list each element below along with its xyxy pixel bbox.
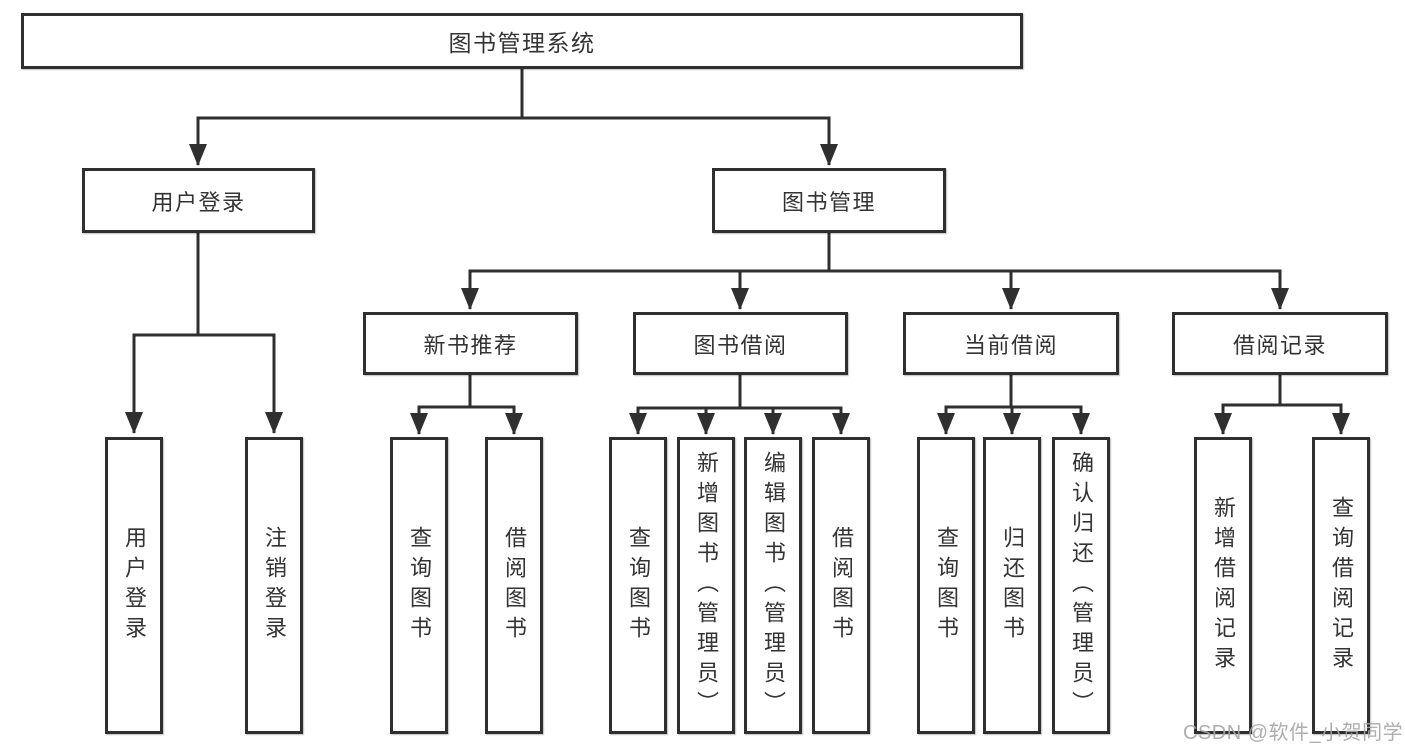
leaf-return-book: 归还图书: [983, 437, 1041, 734]
node-system-root: 图书管理系统: [21, 13, 1023, 69]
leaf-confirm-return-admin: 确认归还（管理员）: [1052, 437, 1110, 734]
node-user-login: 用户登录: [82, 168, 315, 233]
node-current-borrowing: 当前借阅: [903, 312, 1119, 375]
node-borrowing-records: 借阅记录: [1172, 312, 1388, 375]
node-label: 归还图书: [1000, 525, 1025, 646]
node-label: 借阅图书: [502, 525, 527, 646]
node-label: 查询借阅记录: [1329, 495, 1354, 676]
node-book-borrowing: 图书借阅: [633, 312, 848, 375]
watermark: CSDN @软件_小贺同学: [1183, 722, 1404, 744]
node-label: 确认归还（管理员）: [1069, 450, 1094, 721]
node-label: 借阅图书: [829, 525, 854, 646]
node-label: 注销登录: [262, 525, 287, 646]
leaf-search-borrow-record: 查询借阅记录: [1312, 437, 1370, 734]
leaf-borrow-book: 借阅图书: [812, 437, 870, 734]
node-book-management: 图书管理: [712, 168, 946, 233]
leaf-user-login: 用户登录: [105, 437, 163, 734]
leaf-logout: 注销登录: [245, 437, 303, 734]
node-label: 查询图书: [626, 525, 651, 646]
leaf-borrow-book-recommendation: 借阅图书: [485, 437, 543, 734]
node-label: 用户登录: [151, 189, 246, 215]
node-label: 当前借阅: [963, 332, 1058, 358]
node-label: 新增图书（管理员）: [694, 450, 719, 721]
node-label: 查询图书: [407, 525, 432, 646]
node-new-book-recommendation: 新书推荐: [363, 312, 578, 375]
node-label: 图书借阅: [693, 332, 788, 358]
leaf-edit-book-admin: 编辑图书（管理员）: [744, 437, 802, 734]
node-label: 图书管理: [781, 189, 876, 215]
node-label: 借阅记录: [1232, 332, 1327, 358]
node-label: 新增借阅记录: [1211, 495, 1236, 676]
leaf-search-book-current: 查询图书: [917, 437, 975, 734]
node-label: 查询图书: [934, 525, 959, 646]
node-label: 新书推荐: [423, 332, 518, 358]
node-label: 编辑图书（管理员）: [761, 450, 786, 721]
leaf-add-book-admin: 新增图书（管理员）: [677, 437, 735, 734]
leaf-search-book-borrowing: 查询图书: [609, 437, 667, 734]
node-label: 图书管理系统: [448, 30, 596, 56]
leaf-add-borrow-record: 新增借阅记录: [1194, 437, 1252, 734]
leaf-search-book-recommendation: 查询图书: [390, 437, 448, 734]
node-label: 用户登录: [122, 525, 147, 646]
